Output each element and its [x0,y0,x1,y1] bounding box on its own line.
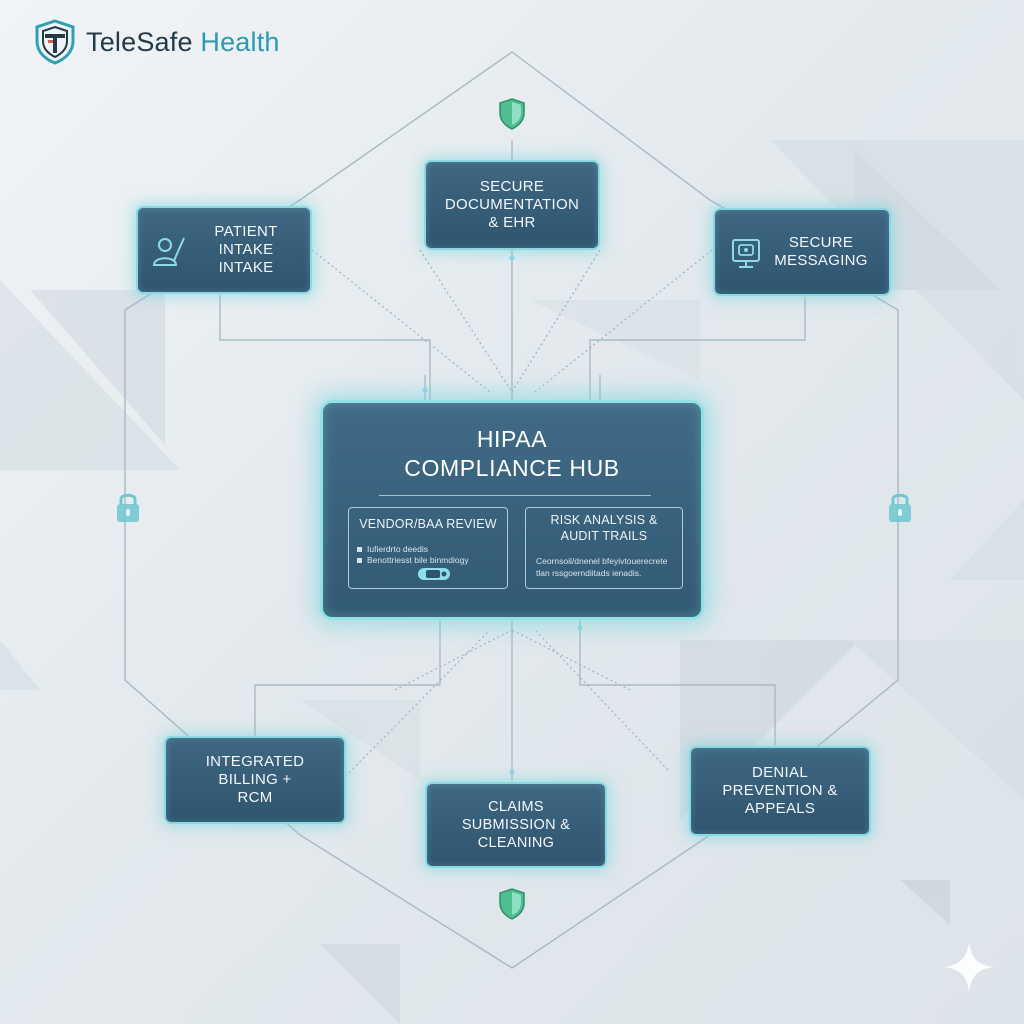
monitor-chat-icon [732,239,760,268]
bg-triangle [0,640,40,690]
brand-word-telesafe: TeleSafe [86,26,193,57]
panel-risk-analysis[interactable]: RISK ANALYSIS & AUDIT TRAILS Ceornsoil/d… [525,507,683,589]
bullet-icon [357,547,362,553]
lock-icon [117,493,139,522]
dotted-connectors [311,249,713,781]
bg-triangle [950,500,1024,580]
panel-line: Benottriesst bile binmdiogy [357,555,469,566]
node-secure-documentation[interactable]: SECURE DOCUMENTATION & EHR [424,160,600,250]
node-label: DENIAL PREVENTION & APPEALS [722,764,838,817]
brand-word-health: Health [200,26,280,57]
node-label: SECURE DOCUMENTATION & EHR [444,178,580,231]
sparkle-icon [944,942,994,992]
shield-t-logo-icon [35,19,75,65]
hub-divider [379,495,651,496]
node-label: SECURE MESSAGING [774,234,868,269]
node-integrated-billing[interactable]: INTEGRATED BILLING + RCM [164,736,346,824]
bullet-icon [357,558,362,564]
panel-vendor-baa-review[interactable]: VENDOR/BAA REVIEW Iufierdrto deedis Beno… [348,507,508,589]
user-edit-icon [152,237,185,266]
panel-line: tlan rssgoerndiitads ienadis. [536,568,642,578]
pill-icon [418,568,450,580]
background-triangles [0,140,1024,1024]
node-label: INTEGRATED BILLING + RCM [205,753,305,806]
bg-triangle [0,280,180,470]
panel-title: VENDOR/BAA REVIEW [359,517,497,531]
bg-triangle [850,640,1024,800]
bg-triangle [300,700,420,780]
panel-line: Iufierdrto deedis [357,544,428,555]
node-label: PATIENT INTAKE INTAKE [214,223,278,276]
bg-triangle [855,150,1000,290]
node-claims-submission[interactable]: CLAIMS SUBMISSION & CLEANING [425,782,607,868]
brand-header: TeleSafe Health [34,16,280,68]
node-label: CLAIMS SUBMISSION & CLEANING [461,799,571,851]
shield-icon [499,888,525,920]
node-secure-messaging[interactable]: SECURE MESSAGING [713,208,891,296]
connector-dots [422,255,583,775]
panel-title: RISK ANALYSIS & AUDIT TRAILS [550,513,658,543]
node-denial-prevention[interactable]: DENIAL PREVENTION & APPEALS [689,746,871,836]
panel-line: Ceornsoil/dnenel bfeyivtouerecrete [536,556,668,566]
shield-icon [499,98,525,130]
bg-triangle [320,944,400,1024]
bg-triangle [30,290,165,445]
node-patient-intake[interactable]: PATIENT INTAKE INTAKE [136,206,312,294]
hub-title-line-1: HIPAA [476,426,548,452]
brand-name: TeleSafe Health [86,27,280,58]
hub-title-line-2: COMPLIANCE HUB [404,455,620,481]
bg-triangle [900,880,950,925]
lock-icon [889,493,911,522]
hipaa-compliance-hub[interactable]: HIPAA COMPLIANCE HUB VENDOR/BAA REVIEW I… [320,400,704,620]
